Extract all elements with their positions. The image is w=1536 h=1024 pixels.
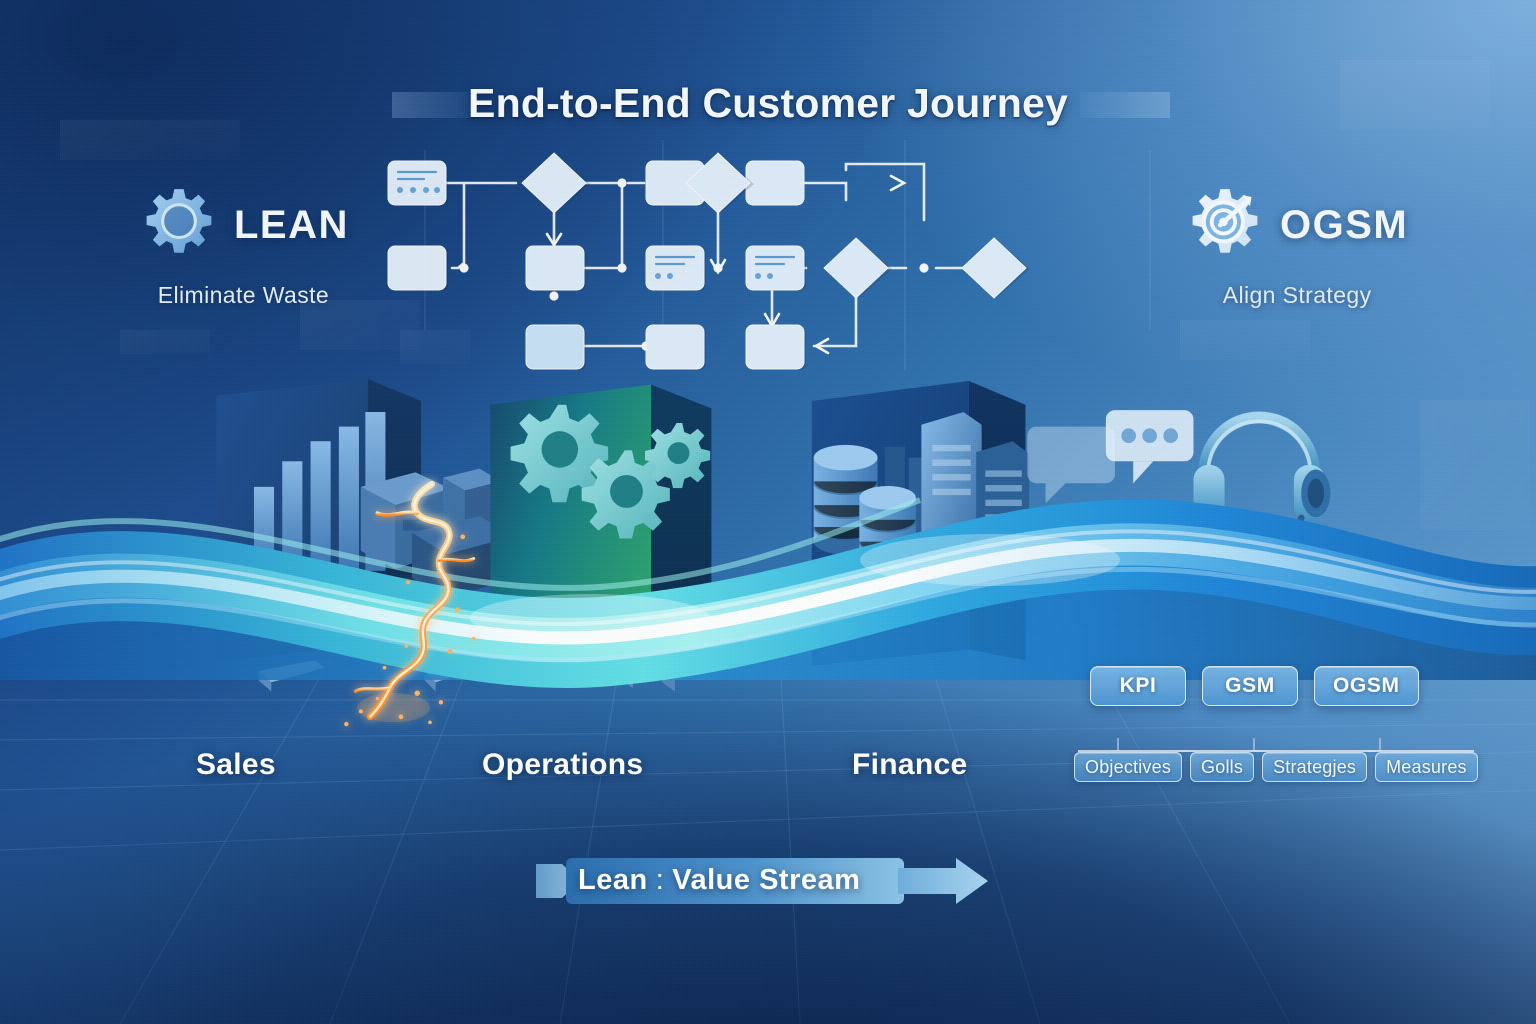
dept-label-finance: Finance [852, 748, 968, 781]
page-title: End-to-End Customer Journey [468, 80, 1068, 126]
title-accent-bar-left [392, 92, 478, 118]
lightning-crack-icon [344, 480, 476, 727]
dept-label-operations: Operations [482, 748, 644, 781]
ogsm-badge-word: OGSM [1280, 202, 1409, 247]
ogsm-pill-strategies[interactable]: Strategjes [1262, 752, 1368, 782]
speech-bubble-icon [1027, 426, 1115, 504]
kpi-pill-kpi[interactable]: KPI [1090, 666, 1186, 706]
ogsm-badge-subtitle: Align Strategy [1222, 282, 1372, 308]
dept-label-sales: Sales [196, 748, 276, 781]
value-stream-right-label: Value Stream [672, 864, 861, 896]
lean-badge: LEAN Eliminate Waste [140, 186, 349, 309]
ogsm-pill-measures[interactable]: Measures [1375, 752, 1478, 782]
target-gear-icon [1186, 186, 1264, 264]
title-accent-bar-right [1080, 92, 1170, 118]
value-stream-banner [536, 858, 988, 904]
gear-icon [140, 186, 218, 264]
kpi-pill-gsm[interactable]: GSM [1202, 666, 1298, 706]
value-stream-left-label: Lean [578, 864, 648, 896]
kpi-pill-row: KPI GSM OGSM [1090, 666, 1419, 706]
value-stream-wave [0, 497, 1536, 688]
gears-icon [510, 404, 711, 539]
kpi-pill-ogsm[interactable]: OGSM [1314, 666, 1419, 706]
ogsm-breakdown-row: Objectives Golls Strategjes Measures [1074, 752, 1478, 782]
value-stream-label: Lean:Value Stream [578, 864, 860, 897]
process-flow-diagram [387, 152, 1030, 370]
ogsm-pill-goals[interactable]: Golls [1190, 752, 1255, 782]
lean-badge-word: LEAN [234, 202, 349, 247]
chat-dots-icon [1105, 410, 1194, 484]
ogsm-pill-objectives[interactable]: Objectives [1074, 752, 1183, 782]
kpi-connector-line [1078, 738, 1474, 752]
value-stream-separator: : [655, 864, 665, 896]
ogsm-badge: OGSM Align Strategy [1186, 186, 1408, 309]
lean-badge-subtitle: Eliminate Waste [157, 282, 330, 308]
